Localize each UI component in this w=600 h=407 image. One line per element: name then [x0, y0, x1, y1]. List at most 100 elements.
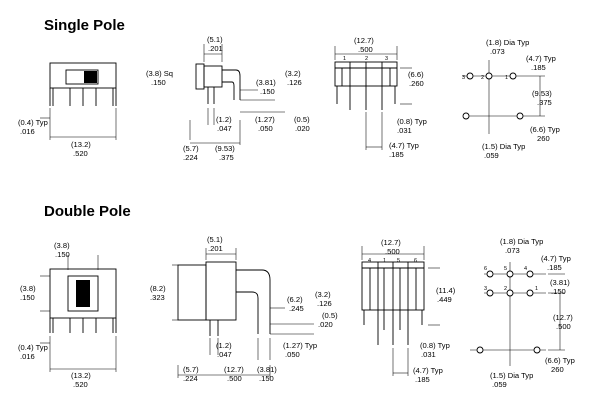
sp-end-right: (6.6) [408, 70, 424, 79]
sp-end-pin-3: 3 [385, 56, 388, 62]
double-pole-title: Double Pole [44, 203, 131, 220]
dp-end-pin-4: 4 [368, 258, 371, 264]
sp-pcb-pitch-in: .185 [531, 63, 546, 72]
sp-end-pin-1: 1 [343, 56, 346, 62]
dp-side-r2-in: .126 [317, 299, 332, 308]
sp-pcb-mount-hole-in: .059 [484, 151, 499, 160]
dp-side-r1-in: .245 [289, 304, 304, 313]
dp-end-pin-6: 6 [414, 258, 417, 264]
dp-pcb-vert-in: .500 [556, 322, 571, 331]
sp-side-b2-in: .050 [258, 124, 273, 133]
dp-pcb-hole: (1.8) Dia Typ [500, 237, 543, 246]
sp-pcb-mount-in: 260 [537, 134, 550, 143]
dp-pcb-layout [470, 262, 565, 366]
sp-side-r3: (0.5) [294, 115, 310, 124]
sp-pcb-vert: (9.53) [532, 89, 552, 98]
dp-side-top: (5.1) [207, 235, 223, 244]
sp-end-pin-2: 2 [365, 56, 368, 62]
dp-end-b1-in: .031 [421, 350, 436, 359]
dp-front-left: (3.8) [20, 284, 36, 293]
single-pole-title: Single Pole [44, 17, 125, 34]
dp-pcb-vert: (12.7) [553, 313, 573, 322]
dp-end-view [361, 246, 440, 376]
dp-front-height: (0.4) Typ [18, 343, 48, 352]
dp-pcb-pitch-in: .185 [547, 263, 562, 272]
sp-side-b3-in: .224 [183, 153, 198, 162]
sp-end-top-in: .500 [358, 45, 373, 54]
dp-side-left: (8.2) [150, 284, 166, 293]
dp-pcb-pitch: (4.7) Typ [541, 254, 571, 263]
dp-pcb-pin-1: 1 [535, 286, 538, 292]
dp-side-b2-in: .050 [285, 350, 300, 359]
dp-side-top-in: .201 [208, 244, 223, 253]
dp-end-b1: (0.8) Typ [420, 341, 450, 350]
dp-side-b1: (1.2) [216, 341, 232, 350]
dp-front-width-in: .520 [73, 380, 88, 389]
sp-end-b2-in: .185 [389, 150, 404, 159]
dp-pcb-mount-in: 260 [551, 365, 564, 374]
dp-side-b3: (5.7) [183, 365, 199, 374]
dp-side-b3-in: .224 [183, 374, 198, 383]
sp-end-right-in: .260 [409, 79, 424, 88]
dp-pcb-pin-4: 4 [524, 266, 527, 272]
dp-side-b5-in: .150 [259, 374, 274, 383]
sp-pcb-hole-in: .073 [490, 47, 505, 56]
sp-pcb-mount: (6.6) Typ [530, 125, 560, 134]
dp-pcb-mount-hole: (1.5) Dia Typ [490, 371, 533, 380]
dp-front-left-in: .150 [20, 293, 35, 302]
dp-side-b5: (3.81) [257, 365, 277, 374]
dp-side-b4: (12.7) [224, 365, 244, 374]
sp-side-view [189, 44, 285, 145]
dp-pcb-pin-2: 2 [504, 286, 507, 292]
sp-pcb-vert-in: .375 [537, 98, 552, 107]
sp-side-b1-in: .047 [217, 124, 232, 133]
dp-side-b4-in: .500 [227, 374, 242, 383]
dp-front-top-in: .150 [55, 250, 70, 259]
dp-side-b1-in: .047 [217, 350, 232, 359]
sp-side-b3: (5.7) [183, 144, 199, 153]
sp-front-width-in: .520 [73, 149, 88, 158]
dp-pcb-row-in: .150 [551, 287, 566, 296]
sp-side-top: (5.1) [207, 35, 223, 44]
dp-pcb-mount: (6.6) Typ [545, 356, 575, 365]
dp-end-b2-in: .185 [415, 375, 430, 384]
sp-end-b2: (4.7) Typ [389, 141, 419, 150]
sp-side-b1: (1.2) [216, 115, 232, 124]
sp-pcb-pin-1: 1 [505, 75, 508, 81]
dp-side-b2: (1.27) Typ [283, 341, 317, 350]
sp-end-top: (12.7) [354, 36, 374, 45]
sp-pcb-pitch: (4.7) Typ [526, 54, 556, 63]
dp-end-pin-1: 1 [383, 258, 386, 264]
sp-side-b4-in: .375 [219, 153, 234, 162]
sp-pcb-mount-hole: (1.5) Dia Typ [482, 142, 525, 151]
dp-front-width: (13.2) [71, 371, 91, 380]
dp-side-r3: (0.5) [322, 311, 338, 320]
sp-side-r2: (3.2) [285, 69, 301, 78]
dp-pcb-row: (3.81) [550, 278, 570, 287]
dp-front-top: (3.8) [54, 241, 70, 250]
dp-end-right: (11.4) [436, 286, 456, 295]
dp-side-r3-in: .020 [318, 320, 333, 329]
sp-pcb-hole: (1.8) Dia Typ [486, 38, 529, 47]
dp-front-view [40, 255, 117, 372]
sp-end-view [334, 46, 412, 150]
sp-pcb-pin-2: 2 [481, 75, 484, 81]
dp-end-top-in: .500 [385, 247, 400, 256]
sp-side-r1: (3.81) [256, 78, 276, 87]
dp-end-b2: (4.7) Typ [413, 366, 443, 375]
sp-side-square-in: .150 [151, 78, 166, 87]
sp-side-b4: (9.53) [215, 144, 235, 153]
sp-side-b2: (1.27) [255, 115, 275, 124]
sp-side-r2-in: .126 [287, 78, 302, 87]
sp-front-view [40, 62, 117, 140]
sp-pcb-layout [462, 60, 545, 134]
dp-end-pin-5: 5 [397, 258, 400, 264]
dp-side-left-in: .323 [150, 293, 165, 302]
sp-pcb-pin-3: 3 [462, 75, 465, 81]
sp-front-height-in: .016 [20, 127, 35, 136]
dp-side-view [172, 248, 314, 378]
sp-end-b1-in: .031 [397, 126, 412, 135]
dp-side-r2: (3.2) [315, 290, 331, 299]
dp-end-right-in: .449 [437, 295, 452, 304]
